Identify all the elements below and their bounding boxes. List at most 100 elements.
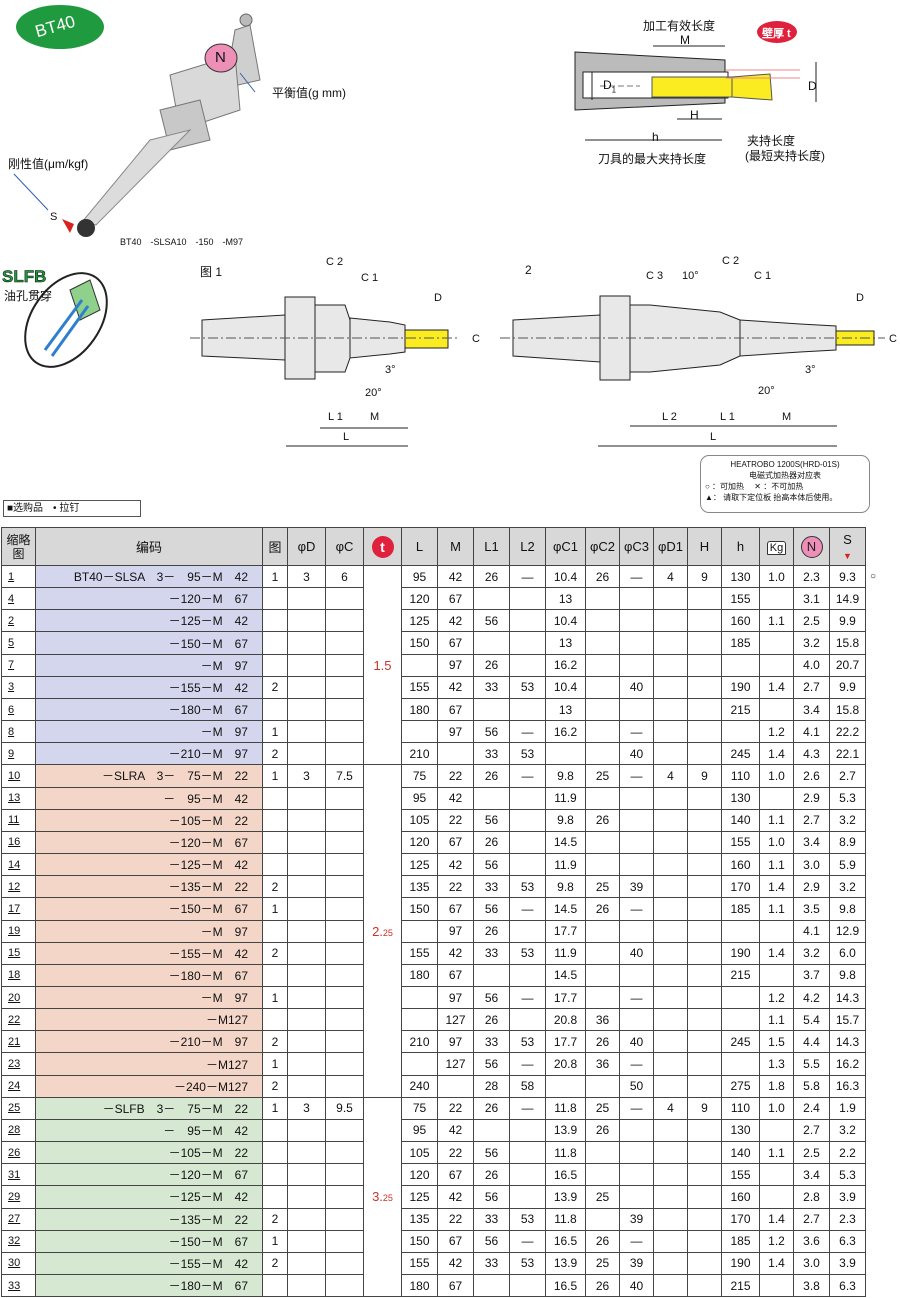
- cell-c3: 40: [619, 941, 654, 965]
- cell-l: 125: [401, 853, 438, 877]
- cell-c2: [585, 742, 620, 766]
- section-view: [574, 45, 817, 141]
- cell-n: 3.0: [793, 853, 830, 877]
- cell-s: 1.9: [829, 1096, 866, 1120]
- cell-d: [287, 742, 326, 766]
- cell-l2: —: [509, 985, 546, 1010]
- cell-c: [325, 697, 364, 722]
- cell-abbr: 1: [1, 564, 36, 589]
- d1-label: D1: [603, 78, 617, 95]
- cell-m: 67: [437, 963, 474, 987]
- cell-abbr: 13: [1, 786, 36, 810]
- effective-len-label: 加工有效长度: [643, 19, 716, 33]
- cell-mark: [866, 1009, 892, 1031]
- fig2-c: C: [889, 333, 897, 345]
- cell-c3: 39: [619, 1207, 654, 1231]
- cell-c1: 13: [545, 697, 586, 722]
- cell-d: [287, 941, 326, 965]
- cell-l2: 53: [509, 875, 546, 899]
- cell-abbr: 10: [1, 764, 36, 788]
- cell-l1: 26: [473, 1008, 510, 1032]
- cell-c3: [619, 830, 654, 855]
- cell-c1: 16.5: [545, 1229, 586, 1253]
- cell-c: [325, 853, 364, 877]
- heater-info-box: HEATROBO 1200S(HRD-01S) 电磁式加热器对应表 ○ ：可加热…: [700, 455, 870, 513]
- cell-d1: [653, 1273, 688, 1298]
- cell-c2: 26: [585, 564, 620, 589]
- cell-c3: [619, 631, 654, 655]
- cell-c: [325, 1185, 364, 1209]
- cell-c: [325, 808, 364, 832]
- cell-code: － 95－M 42: [35, 786, 263, 810]
- cell-l1: [473, 1273, 510, 1298]
- heater-line1: ○ ：可加热 ✕ ：不可加热: [705, 482, 804, 491]
- cell-d: [287, 963, 326, 987]
- cell-h-upper: [687, 631, 722, 655]
- cell-t: 2.25: [363, 764, 402, 1098]
- cell-abbr: 9: [1, 742, 36, 766]
- fig1-c: C: [472, 333, 480, 345]
- th-weight: Kg: [759, 527, 794, 566]
- cell-c1: 17.7: [545, 919, 586, 943]
- cell-weight: 1.4: [759, 875, 794, 899]
- cell-l: 105: [401, 808, 438, 832]
- h-lower-label: h: [652, 130, 659, 144]
- fig2-l2: L 2: [662, 411, 677, 423]
- cell-fig: 1: [262, 564, 288, 589]
- cell-n: 2.7: [793, 1207, 830, 1231]
- cell-fig: 1: [262, 720, 288, 744]
- cell-m: [437, 742, 474, 766]
- n-mark: N: [215, 49, 226, 66]
- cell-weight: [759, 1185, 794, 1209]
- cell-c1: 11.8: [545, 1207, 586, 1231]
- cell-s: 9.8: [829, 963, 866, 987]
- cell-l1: 56: [473, 609, 510, 633]
- cell-c1: 13.9: [545, 1251, 586, 1276]
- cell-code: －M 97: [35, 985, 263, 1010]
- cell-m: 22: [437, 808, 474, 832]
- cell-h-upper: [687, 1141, 722, 1165]
- cell-code: －150－M 67: [35, 897, 263, 921]
- cell-c3: 39: [619, 875, 654, 899]
- clamp-len-label: 夹持长度: [747, 134, 796, 148]
- cell-weight: 1.1: [759, 1008, 794, 1032]
- cell-l: 95: [401, 564, 438, 589]
- cell-l1: 26: [473, 653, 510, 677]
- cell-l1: 56: [473, 1052, 510, 1076]
- fig1-m: M: [370, 411, 380, 423]
- cell-d: [287, 653, 326, 677]
- cell-l1: 56: [473, 985, 510, 1010]
- cell-n: 3.6: [793, 1229, 830, 1253]
- heater-title: HEATROBO 1200S(HRD-01S): [730, 460, 840, 469]
- cell-h-upper: [687, 1118, 722, 1143]
- cell-c1: 14.5: [545, 897, 586, 921]
- cell-m: 22: [437, 1141, 474, 1165]
- th-m: M: [437, 527, 474, 566]
- cell-l1: [473, 587, 510, 611]
- cell-c1: 11.9: [545, 786, 586, 810]
- cell-c1: 9.8: [545, 764, 586, 788]
- cell-l1: 26: [473, 764, 510, 788]
- cell-s: 22.2: [829, 720, 866, 744]
- t-value: 2.: [372, 923, 383, 939]
- cell-d1: [653, 1163, 688, 1187]
- cell-d1: 4: [653, 764, 688, 788]
- th-code: 编码: [35, 527, 263, 566]
- heater-line2: ▲： 请取下定位板 抬高本体后使用。: [705, 493, 838, 502]
- cell-s: 9.3: [829, 564, 866, 589]
- cell-fig: [262, 1163, 288, 1187]
- cell-l1: [473, 963, 510, 987]
- cell-c1: 10.4: [545, 609, 586, 633]
- cell-s: 16.3: [829, 1074, 866, 1098]
- cell-c: [325, 631, 364, 655]
- cell-l: [401, 1052, 438, 1076]
- cell-l1: [473, 786, 510, 810]
- cell-m: 67: [437, 830, 474, 855]
- cell-d1: [653, 1008, 688, 1032]
- balance-label: 平衡值(g mm): [272, 86, 346, 100]
